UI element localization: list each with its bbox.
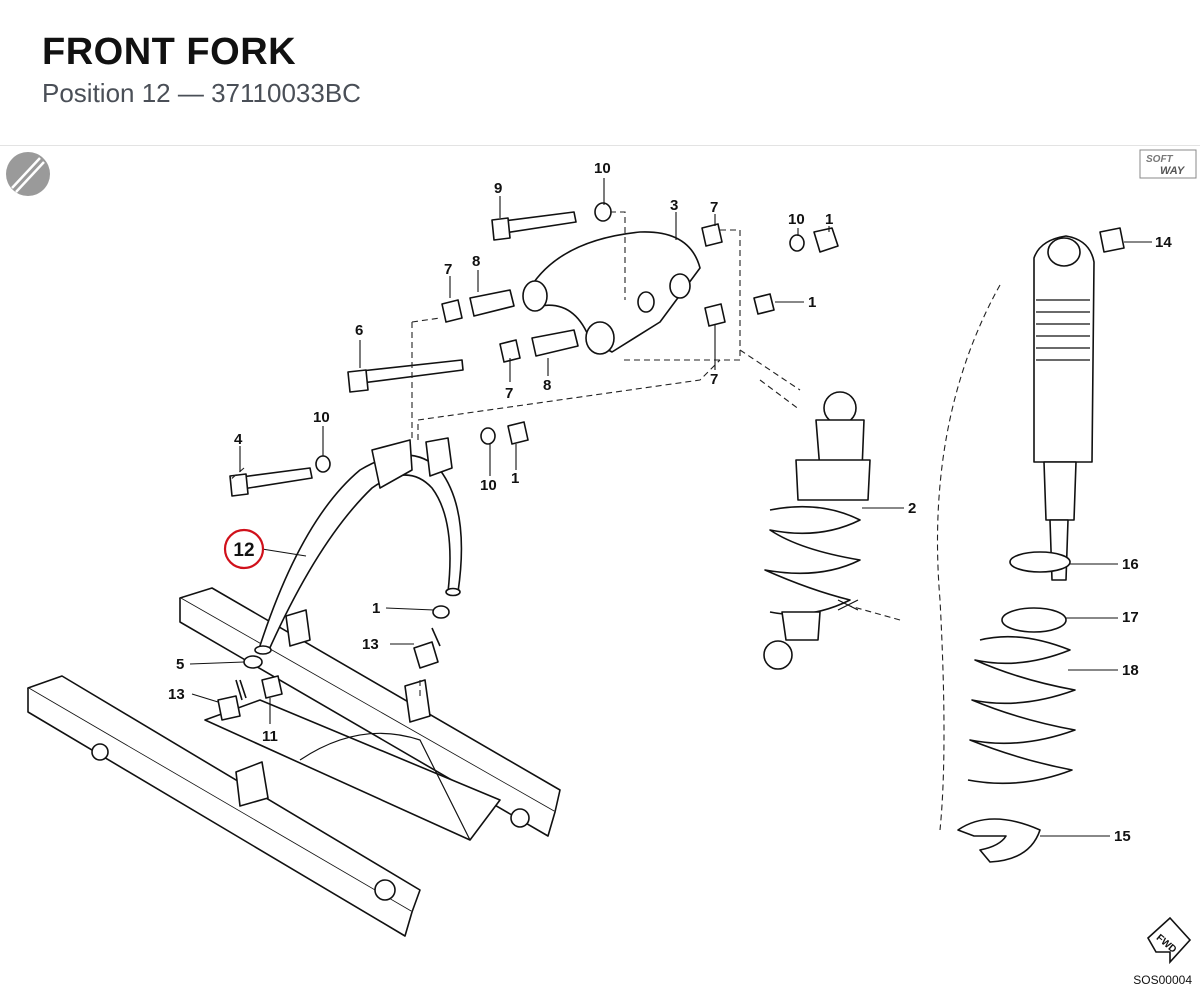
label-13-left: 13 [168, 686, 185, 703]
header: FRONT FORK Position 12 — 37110033BC [42, 30, 361, 110]
label-9: 9 [494, 180, 502, 197]
callout-labels: 9 10 3 7 10 1 7 8 1 6 7 8 7 14 4 10 10 1… [168, 160, 1172, 845]
exploded-shock [957, 235, 1095, 863]
assembly-guide-lines [229, 211, 1001, 831]
small-hardware [217, 202, 1125, 721]
label-1-top: 1 [825, 211, 833, 228]
label-8-bottom: 8 [543, 377, 551, 394]
label-2: 2 [908, 500, 916, 517]
label-7-left: 7 [444, 261, 452, 278]
label-1-mid: 1 [808, 294, 816, 311]
forward-direction-icon: FWD [1146, 916, 1192, 965]
part-12-linkage-arm [254, 437, 463, 655]
label-7-top: 7 [710, 199, 718, 216]
label-13-right: 13 [362, 636, 379, 653]
label-10-top: 10 [594, 160, 611, 177]
label-1-low: 1 [511, 470, 519, 487]
label-17: 17 [1122, 609, 1139, 626]
label-18: 18 [1122, 662, 1139, 679]
part-6-bolt [347, 359, 464, 393]
page-subtitle: Position 12 — 37110033BC [42, 78, 361, 108]
label-12: 12 [233, 540, 254, 561]
label-3: 3 [670, 197, 678, 214]
label-10-right: 10 [788, 211, 805, 228]
part-3-rocker [522, 231, 701, 355]
label-7-right: 7 [710, 371, 718, 388]
label-10-left: 10 [313, 409, 330, 426]
label-16: 16 [1122, 556, 1139, 573]
part-2-shock-absorber [763, 391, 871, 670]
manufacturer-logo-icon [6, 152, 50, 196]
label-6: 6 [355, 322, 363, 339]
label-7-bottom: 7 [505, 385, 513, 402]
label-8-top: 8 [472, 253, 480, 270]
label-12-highlight: 12 [223, 528, 265, 570]
label-15: 15 [1114, 828, 1131, 845]
header-divider [0, 145, 1200, 146]
label-1-arm: 1 [372, 600, 380, 617]
softway-logo-icon: SOFT WAY [1139, 149, 1197, 179]
label-11: 11 [262, 728, 278, 745]
page-title: FRONT FORK [42, 31, 297, 73]
label-5: 5 [176, 656, 184, 673]
label-14: 14 [1155, 234, 1172, 251]
leader-lines [189, 178, 1152, 837]
swingarm-drawing [27, 587, 561, 937]
label-4: 4 [234, 431, 243, 448]
logo-line1: SOFT [1146, 154, 1174, 165]
label-10-low: 10 [480, 477, 497, 494]
drawing-code: SOS00004 [1133, 973, 1192, 987]
logo-line2: WAY [1160, 165, 1186, 177]
part-4-bolt [229, 467, 313, 497]
part-9-bolt [491, 211, 577, 241]
